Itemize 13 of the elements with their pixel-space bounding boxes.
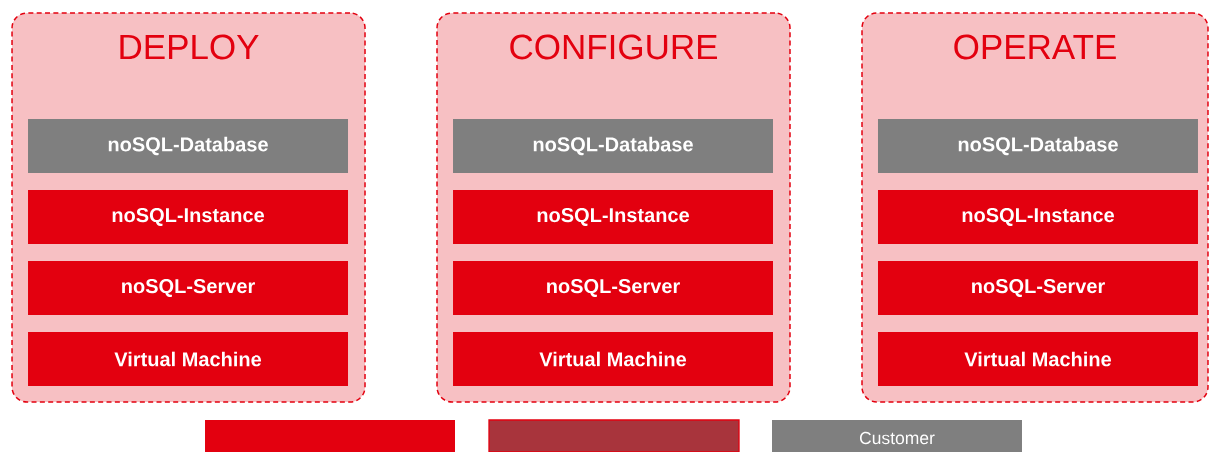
layer-box: noSQL-Instance (878, 190, 1198, 244)
legend-item: Customer (772, 420, 1022, 452)
layer-box: noSQL-Instance (28, 190, 348, 244)
layer-box: Virtual Machine (28, 332, 348, 386)
layer-box: noSQL-Server (878, 261, 1198, 315)
layer-box: Virtual Machine (453, 332, 773, 386)
layer-box: noSQL-Server (28, 261, 348, 315)
layer-box: noSQL-Instance (453, 190, 773, 244)
layer-box: Virtual Machine (878, 332, 1198, 386)
layer-box: noSQL-Database (28, 119, 348, 173)
layer-box: noSQL-Database (878, 119, 1198, 173)
layer-box: noSQL-Server (453, 261, 773, 315)
layer-box: noSQL-Database (453, 119, 773, 173)
